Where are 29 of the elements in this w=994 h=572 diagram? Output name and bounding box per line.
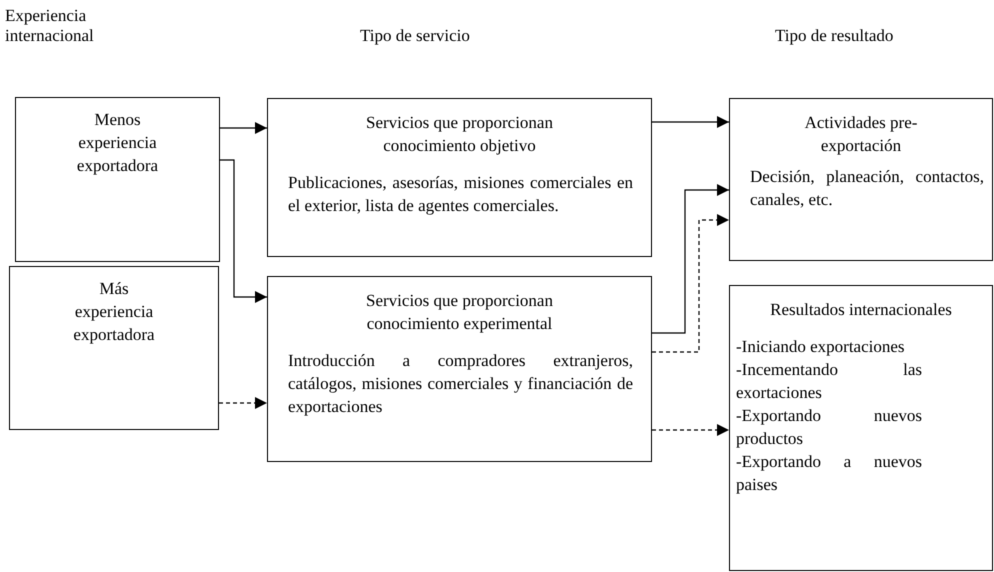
arrow	[219, 397, 267, 409]
arrow	[652, 214, 729, 353]
box-heading: Menos experiencia exportadora	[76, 109, 160, 177]
box-heading: Más experiencia exportadora	[72, 278, 156, 346]
arrow	[652, 184, 729, 334]
arrow	[652, 116, 729, 128]
box-heading: Resultados internacionales	[769, 299, 953, 321]
experience-box	[15, 97, 220, 262]
result-box	[729, 285, 993, 571]
box-text: Decisión, planeación, contactos, canales, etc.	[749, 166, 985, 211]
service-box	[267, 98, 652, 257]
column-heading: Experiencia internacional	[5, 6, 95, 46]
column-heading: Tipo de servicio	[360, 26, 471, 46]
arrow	[652, 424, 729, 436]
box-text: -Iniciando exportaciones	[735, 336, 906, 358]
box-text: -Exportando nuevos productos	[735, 405, 923, 450]
arrow	[220, 122, 267, 134]
service-box	[267, 276, 652, 462]
box-text: Introducción a compradores extranjeros, catálogos, misiones comerciales y financiación de exportaciones	[287, 350, 634, 418]
box-text: -Incementando las exortaciones	[735, 359, 923, 404]
box-heading: Servicios que proporcionan conocimiento objetivo	[365, 112, 554, 157]
result-box	[729, 98, 993, 261]
box-text: Publicaciones, asesorías, misiones comerciales en el exterior, lista de agentes comerciales.	[287, 172, 634, 217]
box-heading: Servicios que proporcionan conocimiento experimental	[365, 290, 554, 335]
box-heading: Actividades pre-exportación	[804, 112, 918, 157]
column-heading: Tipo de resultado	[775, 26, 894, 46]
experience-box	[9, 266, 219, 430]
box-text: -Exportando a nuevos paises	[735, 451, 923, 496]
arrow	[220, 159, 267, 303]
